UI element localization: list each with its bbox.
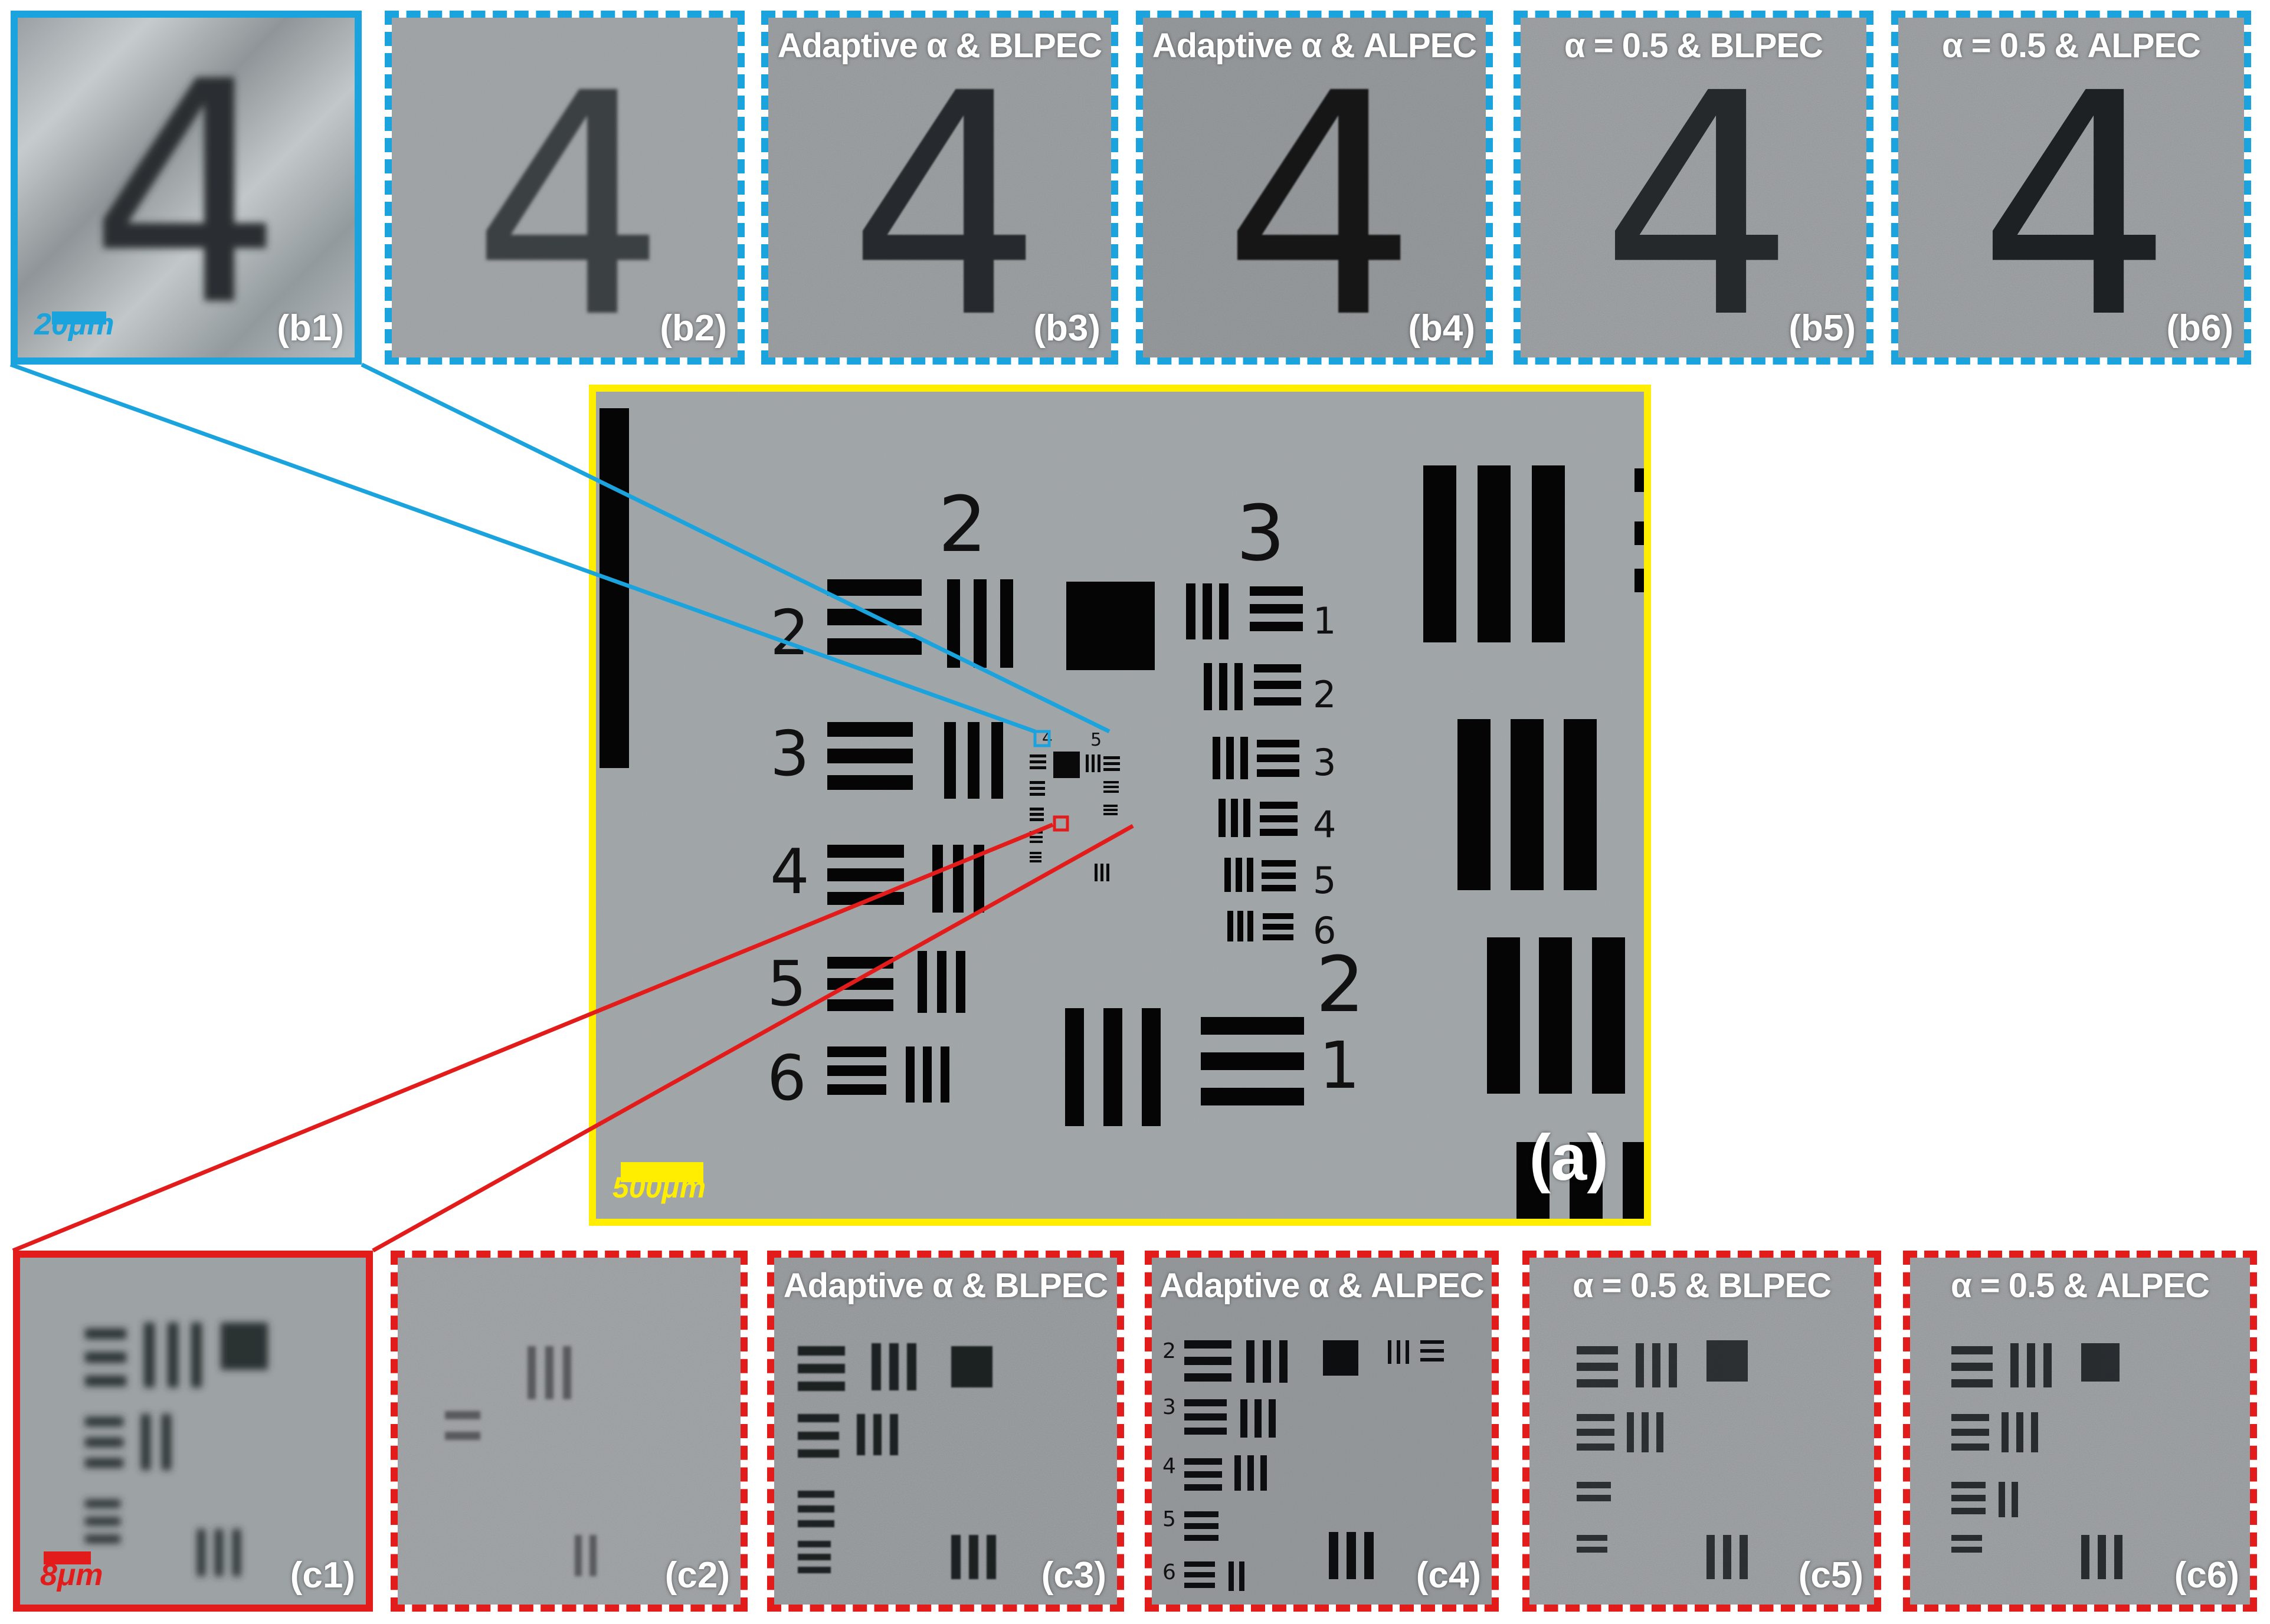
panel-a: 2 3 2 1 2 3 4 5 6	[589, 385, 1651, 1226]
row-left-6: 6	[767, 1042, 807, 1114]
panel-c1: 8μm (c1)	[13, 1251, 373, 1612]
panel-b2: 4 (b2)	[385, 11, 745, 365]
panel-b5: 4 α = 0.5 & BLPEC (b5)	[1514, 11, 1873, 365]
panel-b4: 4 Adaptive α & ALPEC (b4)	[1136, 11, 1493, 365]
c4-digit-2: 2	[1162, 1339, 1176, 1363]
c4-digit-3: 3	[1162, 1395, 1176, 1419]
row-left-3: 3	[770, 718, 810, 790]
panel-b3: 4 Adaptive α & BLPEC (b3)	[761, 11, 1118, 365]
row-right-6: 6	[1313, 909, 1336, 952]
c4-label: (c4)	[1416, 1555, 1481, 1596]
b3-digit: 4	[848, 28, 1043, 357]
c4-digit-4: 4	[1162, 1454, 1176, 1478]
c1-scalebar-text: 8μm	[40, 1558, 103, 1592]
row-right-5: 5	[1313, 859, 1336, 902]
c4-digit-5: 5	[1162, 1507, 1176, 1531]
b1-label: (b1)	[277, 308, 344, 349]
a-label: (a)	[1529, 1121, 1609, 1194]
c4-title: Adaptive α & ALPEC	[1159, 1267, 1484, 1305]
target-numeral-3: 3	[1236, 488, 1285, 578]
c6-label: (c6)	[2174, 1555, 2239, 1596]
row-right-2: 2	[1313, 673, 1336, 716]
b3-title: Adaptive α & BLPEC	[777, 27, 1102, 65]
b5-digit: 4	[1600, 28, 1796, 357]
b4-label: (b4)	[1408, 308, 1475, 349]
b2-digit: 4	[471, 28, 667, 357]
b5-label: (b5)	[1789, 308, 1856, 349]
row-left-4: 4	[770, 836, 810, 908]
row-left-2: 2	[770, 597, 810, 669]
c4-digit-6: 6	[1162, 1560, 1176, 1584]
c6-title: α = 0.5 & ALPEC	[1950, 1267, 2210, 1305]
c1-scalebar	[44, 1551, 91, 1564]
center-group-5: 5	[1090, 730, 1102, 750]
panel-c4: 2 3 4 5 6 Adaptive α & ALPEC (c4)	[1145, 1251, 1499, 1612]
target-numeral-1-right: 1	[1319, 1028, 1360, 1103]
b5-title: α = 0.5 & BLPEC	[1564, 27, 1823, 65]
b1-digit: 4	[89, 18, 284, 357]
panel-b1: 4 20μm (b1)	[11, 11, 362, 365]
panel-c5: α = 0.5 & BLPEC (c5)	[1522, 1251, 1881, 1612]
c3-title: Adaptive α & BLPEC	[783, 1267, 1108, 1305]
row-right-1: 1	[1313, 599, 1336, 642]
panel-c2: (c2)	[391, 1251, 748, 1612]
a-scalebar-text: 500μm	[612, 1171, 706, 1204]
c2-label: (c2)	[664, 1555, 730, 1596]
panel-c3: Adaptive α & BLPEC (c3)	[767, 1251, 1124, 1612]
b1-image: 4	[18, 18, 355, 357]
b3-label: (b3)	[1033, 308, 1100, 349]
row-left-5: 5	[767, 948, 807, 1020]
c3-label: (c3)	[1041, 1555, 1106, 1596]
row-right-4: 4	[1313, 803, 1336, 846]
c5-label: (c5)	[1798, 1555, 1863, 1596]
b6-digit: 4	[1978, 28, 2173, 357]
panel-c6: α = 0.5 & ALPEC (c6)	[1903, 1251, 2257, 1612]
panel-b6: 4 α = 0.5 & ALPEC (b6)	[1891, 11, 2251, 365]
b4-digit: 4	[1223, 28, 1418, 357]
c5-title: α = 0.5 & BLPEC	[1572, 1267, 1832, 1305]
usaf-target-image: 2 3 2 1 2 3 4 5 6	[596, 392, 1644, 1219]
b6-title: α = 0.5 & ALPEC	[1941, 27, 2201, 65]
b1-scalebar-text: 20μm	[34, 307, 114, 342]
target-numeral-2: 2	[938, 480, 987, 569]
row-right-3: 3	[1313, 741, 1336, 784]
target-numeral-2-right: 2	[1316, 940, 1365, 1029]
b2-label: (b2)	[660, 308, 727, 349]
b1-scalebar	[52, 311, 106, 324]
b6-label: (b6)	[2166, 308, 2233, 349]
b4-title: Adaptive α & ALPEC	[1152, 27, 1477, 65]
c1-label: (c1)	[290, 1555, 355, 1596]
